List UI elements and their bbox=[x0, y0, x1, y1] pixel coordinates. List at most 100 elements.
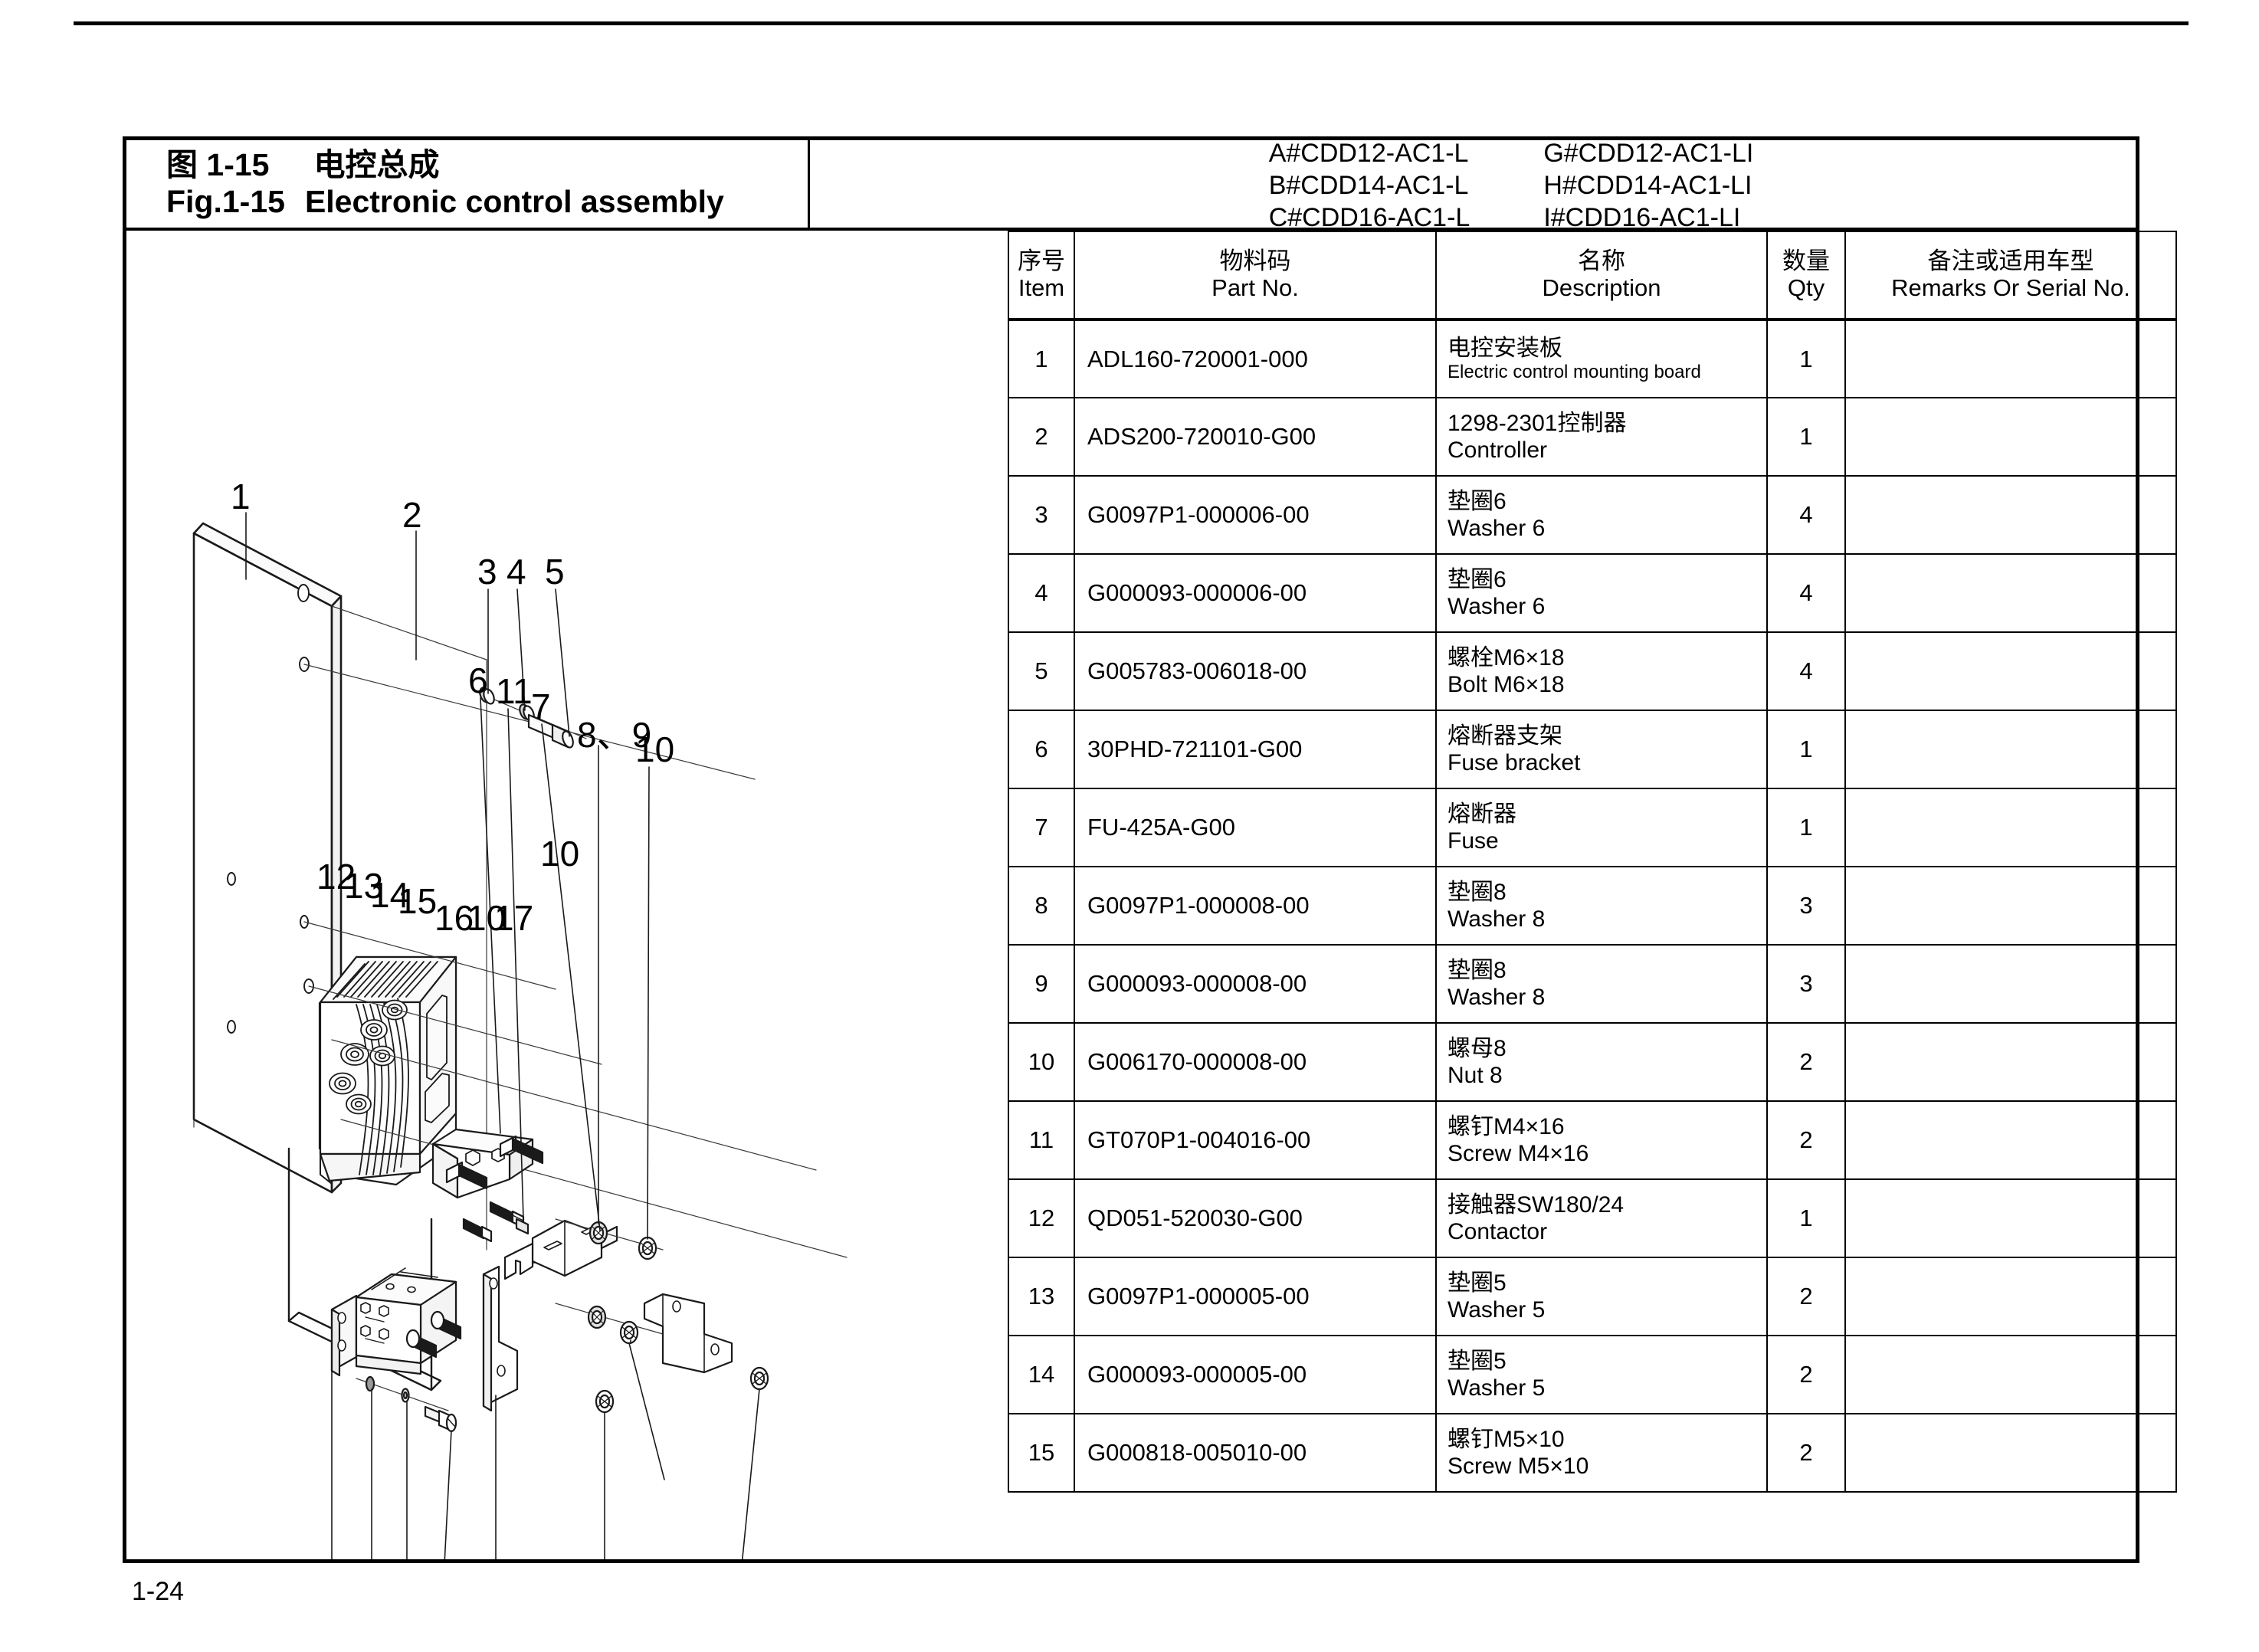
cell-qty: 2 bbox=[1766, 1335, 1846, 1414]
cell-item: 15 bbox=[1008, 1413, 1075, 1493]
col-header-item-en: Item bbox=[1018, 274, 1065, 302]
col-header-description: 名称 Description bbox=[1435, 231, 1768, 321]
frame-body: 1 2 3 4 5 6 11 7 8、9 10 10 12 13 14 15 1… bbox=[126, 231, 2177, 1559]
cell-qty: 4 bbox=[1766, 553, 1846, 633]
cell-item: 6 bbox=[1008, 710, 1075, 789]
cell-part-no: QD051-520030-G00 bbox=[1074, 1178, 1437, 1258]
page-top-rule bbox=[74, 21, 2189, 25]
description-en: Screw M4×16 bbox=[1448, 1141, 1589, 1166]
description-en: Washer 5 bbox=[1448, 1375, 1546, 1401]
model-code-b2: H#CDD14-AC1-LI bbox=[1543, 170, 1752, 200]
callout-4: 4 bbox=[507, 552, 526, 592]
description-cn: 螺母8 bbox=[1448, 1035, 1507, 1061]
cell-qty: 3 bbox=[1766, 866, 1846, 946]
cell-qty: 4 bbox=[1766, 631, 1846, 711]
cell-qty: 3 bbox=[1766, 944, 1846, 1024]
cell-item: 12 bbox=[1008, 1178, 1075, 1258]
description-en: Washer 8 bbox=[1448, 906, 1546, 932]
cell-qty: 1 bbox=[1766, 788, 1846, 867]
part-nut8-a bbox=[638, 1236, 657, 1260]
title-block: 图 1-15 电控总成 Fig.1-15 Electronic control … bbox=[126, 140, 810, 231]
description-cn: 垫圈5 bbox=[1448, 1270, 1507, 1296]
description-en: Electric control mounting board bbox=[1448, 362, 1701, 383]
col-header-part-no-en: Part No. bbox=[1211, 274, 1299, 302]
part-nut8-lower bbox=[595, 1366, 769, 1414]
model-code-b1: G#CDD12-AC1-LI bbox=[1543, 138, 1754, 168]
cell-part-no: G000093-000005-00 bbox=[1074, 1335, 1437, 1414]
description-cn: 垫圈6 bbox=[1448, 488, 1507, 514]
callout-leader-lines bbox=[245, 512, 760, 1559]
description-en: Washer 8 bbox=[1448, 985, 1546, 1010]
cell-part-no: G006170-000008-00 bbox=[1074, 1022, 1437, 1102]
controller-terminal-studs bbox=[329, 999, 408, 1115]
cell-item: 7 bbox=[1008, 788, 1075, 867]
cell-qty: 1 bbox=[1766, 710, 1846, 789]
part-washer5-b bbox=[401, 1388, 410, 1403]
parts-table-head: 序号 Item 物料码 Part No. 名称 Description bbox=[1008, 231, 2177, 321]
callout-13: 13 bbox=[344, 866, 384, 906]
cell-part-no: FU-425A-G00 bbox=[1074, 788, 1437, 867]
figure-label-en: Fig.1-15 bbox=[166, 184, 285, 220]
callout-17: 17 bbox=[494, 898, 534, 938]
part-contactor bbox=[330, 1267, 462, 1377]
callout-7: 7 bbox=[531, 687, 551, 726]
col-header-description-cn: 名称 bbox=[1578, 247, 1625, 275]
cell-item: 13 bbox=[1008, 1257, 1075, 1336]
cell-remarks bbox=[1844, 319, 2177, 398]
cell-part-no: G005783-006018-00 bbox=[1074, 631, 1437, 711]
description-cn: 垫圈8 bbox=[1448, 879, 1507, 905]
description-en: Washer 6 bbox=[1448, 594, 1546, 619]
callout-11: 11 bbox=[496, 671, 533, 711]
cell-part-no: ADL160-720001-000 bbox=[1074, 319, 1437, 398]
callout-14: 14 bbox=[370, 875, 410, 915]
description-en: Washer 5 bbox=[1448, 1297, 1546, 1323]
callout-3: 3 bbox=[477, 552, 497, 592]
catalog-frame: 图 1-15 电控总成 Fig.1-15 Electronic control … bbox=[123, 136, 2177, 1563]
description-cn: 熔断器支架 bbox=[1448, 723, 1562, 749]
cell-part-no: G000093-000008-00 bbox=[1074, 944, 1437, 1024]
callout-10-lower: 10 bbox=[467, 898, 507, 938]
col-header-description-en: Description bbox=[1542, 274, 1661, 302]
col-header-part-no: 物料码 Part No. bbox=[1074, 231, 1437, 321]
description-cn: 螺栓M6×18 bbox=[1448, 644, 1565, 670]
cell-part-no: ADS200-720010-G00 bbox=[1074, 397, 1437, 477]
controller-connector-recess bbox=[425, 995, 450, 1123]
col-header-remarks: 备注或适用车型 Remarks Or Serial No. bbox=[1844, 231, 2177, 321]
description-cn: 垫圈6 bbox=[1448, 566, 1507, 592]
assembly-drawing-svg bbox=[192, 512, 848, 1559]
description-en: Controller bbox=[1448, 438, 1548, 463]
col-header-remarks-cn: 备注或适用车型 bbox=[1927, 247, 2094, 275]
callout-8-9: 8、9 bbox=[577, 715, 652, 755]
cell-item: 4 bbox=[1008, 553, 1075, 633]
cell-part-no: GT070P1-004016-00 bbox=[1074, 1100, 1437, 1180]
model-code-block: A#CDD12-AC1-L G#CDD12-AC1-LI B#CDD14-AC1… bbox=[810, 138, 2136, 232]
cell-remarks bbox=[1844, 866, 2177, 946]
title-line-cn: 图 1-15 电控总成 bbox=[166, 146, 808, 183]
parts-table: 序号 Item 物料码 Part No. 名称 Description bbox=[1008, 231, 2177, 1493]
col-header-qty-en: Qty bbox=[1787, 274, 1825, 302]
cell-item: 14 bbox=[1008, 1335, 1075, 1414]
cell-remarks bbox=[1844, 1100, 2177, 1180]
description-cn: 螺钉M4×16 bbox=[1448, 1113, 1565, 1139]
model-code-a1: A#CDD12-AC1-L bbox=[1268, 138, 1469, 168]
callout-6: 6 bbox=[468, 660, 488, 700]
description-en: Contactor bbox=[1448, 1219, 1548, 1244]
cell-remarks bbox=[1844, 1257, 2177, 1336]
cell-item: 5 bbox=[1008, 631, 1075, 711]
cell-remarks bbox=[1844, 475, 2177, 555]
col-header-remarks-en: Remarks Or Serial No. bbox=[1891, 274, 2130, 302]
description-cn: 垫圈5 bbox=[1448, 1348, 1507, 1374]
cell-item: 10 bbox=[1008, 1022, 1075, 1102]
